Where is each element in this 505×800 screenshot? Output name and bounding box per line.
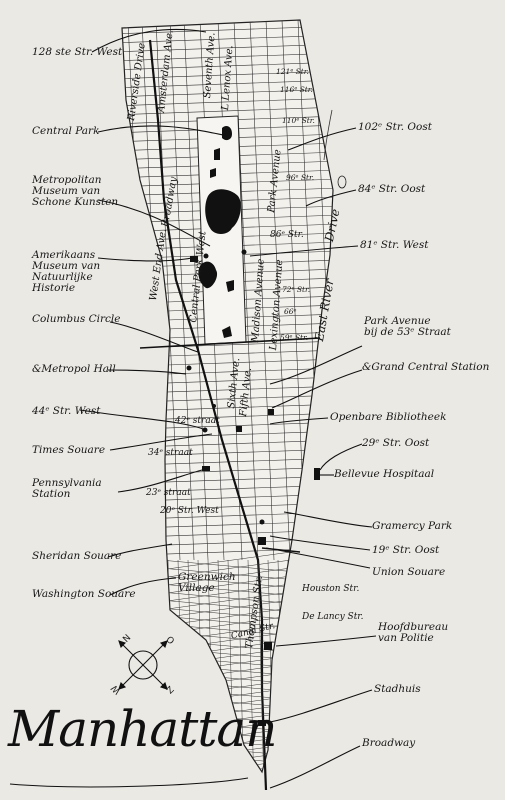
label-sheridan-square: Sheridan Souare [32,550,122,562]
broadway-line [148,39,268,791]
label-met-museum: Metropolitan Museum van Schone Kunsten [32,174,119,208]
label-columbus-circle: Columbus Circle [32,313,121,325]
cross-street [122,61,333,71]
village-street [159,755,321,772]
label-bellevue-hospital: Bellevue Hospitaal [334,468,435,480]
street-20: 20ᵉ Str. West [160,506,219,516]
label-128th-street: 128 ste Str. West [32,46,123,58]
label-81st-street: 81ᵉ Str. West [360,239,429,251]
street-34: 34ᵉ straat [148,448,193,458]
the-lake [198,261,218,289]
village-street [287,559,295,772]
label-metropol-hall: &Metropol Hall [32,363,116,375]
label-102nd-street: 102ᵉ Str. Oost [358,121,432,133]
street-59: 59ᵉ Str. [280,333,309,342]
lake-north [222,126,232,141]
label-gramercy-park: Gramercy Park [372,520,453,532]
village-street [247,559,255,772]
street-86: 86ᵉ Str. [270,230,304,240]
avenue-line [155,20,181,561]
street-116: 116ᵉ Str. [280,85,313,94]
label-police-hq: Hoofdbureau van Politie [378,621,449,644]
map-title: Manhattan [8,700,277,758]
cross-street [122,34,333,44]
village-street [257,559,265,772]
cross-street [122,88,333,98]
label-park-avenue-53rd: Park Avenue bij de 53ᵉ Straat [364,315,451,338]
label-washington-square: Washington Souare [32,588,136,600]
village-street [159,763,321,772]
label-broadway: Broadway [362,737,416,749]
street-66: 66ᵉ [284,307,297,316]
avenue-line [169,20,195,561]
cross-street [122,79,333,89]
avenue-line [265,20,291,561]
village-street [159,759,321,772]
label-grand-central: &Grand Central Station [362,361,490,373]
street-houston: Houston Str. [302,584,360,594]
label-44th-street: 44ᵉ Str. West [32,405,101,417]
label-times-square: Times Souare [32,444,106,456]
lake-1 [214,148,220,160]
label-city-hall: Stadhuis [374,683,421,695]
label-19th-street: 19ᵉ Str. Oost [372,544,440,556]
village-street [159,767,321,772]
label-greenwich-village: Greenwich Village [178,571,236,594]
cross-street [122,70,333,80]
label-public-library: Openbare Bibliotheek [330,411,447,423]
avenue-line [233,20,259,561]
street-96: 96ᵉ Str. [286,173,315,182]
street-72: 72ᵉ Str. [282,285,311,294]
label-natural-history-museum: Amerikaans Museum van Natuurlijke Histor… [32,249,101,294]
reservoir [205,189,241,234]
street-42: 42ᵉ straat [175,416,220,426]
village-street [160,776,320,790]
pond [222,326,232,338]
cross-street [122,43,333,53]
street-121: 121ᵉ Str. [276,67,309,76]
label-29th-street: 29ᵉ Str. Oost [362,437,430,449]
label-union-square: Union Souare [372,566,446,578]
label-84th-street: 84ᵉ Str. Oost [358,183,426,195]
street-23: 23ᵉ straat [146,488,191,498]
label-penn-station: Pennsylvania Station [32,477,102,500]
label-central-park: Central Park [32,125,100,137]
lake-3 [226,280,234,292]
avenue-line [249,20,275,561]
avenue-line [281,20,307,561]
lake-2 [210,168,216,178]
compass-rose [118,640,168,690]
street-delancy: De Lancy Str. [302,612,364,622]
street-110: 110ᵉ Str. [282,116,315,125]
cross-street [122,52,333,62]
